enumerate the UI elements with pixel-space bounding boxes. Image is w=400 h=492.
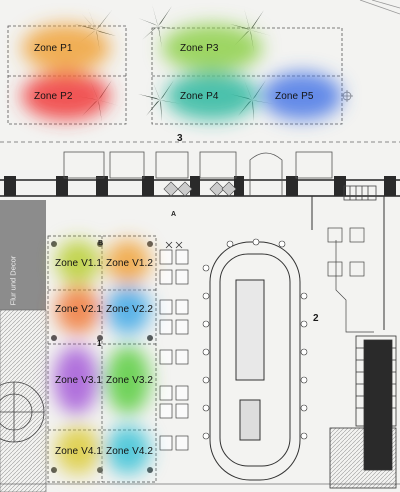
zone-label-p2: Zone P2 bbox=[34, 91, 73, 102]
room-number-1: 1 bbox=[97, 339, 102, 348]
zone-label-p5: Zone P5 bbox=[275, 91, 314, 102]
booth-tables bbox=[159, 249, 189, 451]
side-corridor bbox=[0, 200, 46, 310]
zone-label-v31: Zone V3.1 bbox=[55, 375, 103, 386]
zone-blob-v22 bbox=[106, 286, 150, 334]
side-corridor-label: Flur und Decor bbox=[8, 255, 18, 306]
zone-label-v22: Zone V2.2 bbox=[106, 304, 154, 315]
zone-blob-p3 bbox=[162, 24, 262, 72]
palm-tree-icon bbox=[138, 4, 180, 48]
zone-label-v42: Zone V4.2 bbox=[106, 446, 154, 457]
zone-blob-v21 bbox=[56, 286, 100, 334]
staircase bbox=[329, 335, 397, 489]
zone-blob-v12 bbox=[106, 240, 150, 284]
marker-a: A bbox=[171, 211, 177, 218]
palm-tree-icon bbox=[138, 80, 182, 122]
room-number-3: 3 bbox=[177, 133, 183, 144]
zone-label-v41: Zone V4.1 bbox=[55, 446, 103, 457]
facade-columns bbox=[4, 176, 396, 196]
zone-blob-v41 bbox=[56, 426, 100, 474]
spiral-stair bbox=[0, 381, 45, 443]
zone-label-p1: Zone P1 bbox=[34, 43, 73, 54]
zone-label-v32: Zone V3.2 bbox=[106, 375, 154, 386]
room-number-2: 2 bbox=[313, 313, 319, 324]
zone-blob-p5 bbox=[262, 72, 342, 120]
zone-blob-p1 bbox=[22, 24, 110, 72]
zone-blob-v11 bbox=[56, 240, 100, 284]
zone-label-v12: Zone V1.2 bbox=[106, 258, 154, 269]
zone-blob-p4 bbox=[166, 72, 258, 120]
zone-label-v21: Zone V2.1 bbox=[55, 304, 103, 315]
lounge-tables bbox=[327, 227, 374, 333]
zone-label-v11: Zone V1.1 bbox=[55, 258, 103, 269]
bar-counter bbox=[209, 241, 301, 481]
zone-blob-p2 bbox=[22, 72, 110, 120]
radiator bbox=[343, 185, 377, 201]
entrance-tables bbox=[163, 181, 237, 197]
zone-label-p4: Zone P4 bbox=[180, 91, 219, 102]
terrace-crosshair-icon bbox=[341, 90, 353, 102]
bar-stools bbox=[202, 238, 308, 440]
terrace-area bbox=[7, 25, 343, 125]
zone-label-p3: Zone P3 bbox=[180, 43, 219, 54]
zone-heatmap bbox=[22, 24, 342, 474]
zone-blob-v42 bbox=[106, 426, 150, 474]
zone-blob-v31 bbox=[54, 346, 98, 414]
zone-blob-v32 bbox=[106, 346, 150, 414]
marker-b: B bbox=[98, 240, 104, 247]
